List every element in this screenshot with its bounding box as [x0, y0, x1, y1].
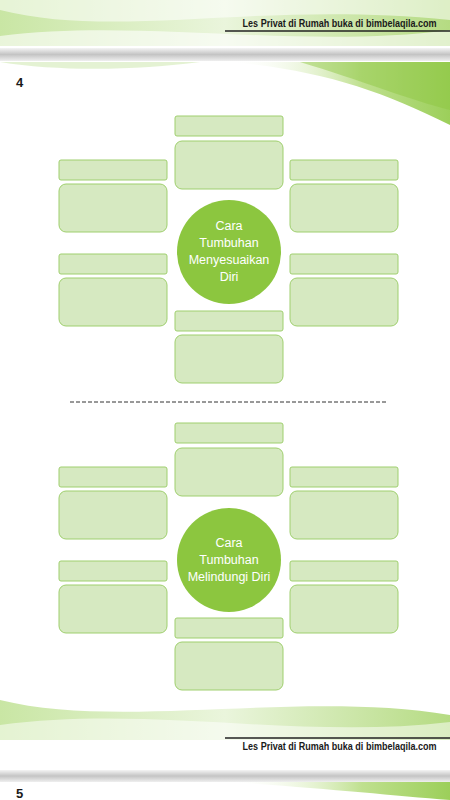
- gray-band: [0, 48, 450, 61]
- answer-heading-bar: [59, 254, 167, 274]
- answer-heading-bar: [175, 618, 283, 638]
- gray-band: [0, 770, 450, 782]
- answer-heading-bar: [175, 311, 283, 331]
- header-note: Les Privat di Rumah buka di bimbelaqila.…: [243, 740, 437, 753]
- header-rule: [225, 30, 450, 32]
- answer-box: [175, 141, 283, 189]
- answer-box: [175, 448, 283, 496]
- answer-box: [290, 184, 398, 232]
- answer-box: [59, 585, 167, 633]
- topic-text: Cara Tumbuhan Melindungi Diri: [186, 535, 272, 586]
- answer-heading-bar: [290, 467, 398, 487]
- footer-band: [0, 700, 450, 800]
- header-note: Les Privat di Rumah buka di bimbelaqila.…: [243, 17, 437, 30]
- answer-heading-bar: [175, 116, 283, 136]
- answer-box: [59, 184, 167, 232]
- dashed-separator: [70, 402, 386, 403]
- answer-boxes: [59, 423, 398, 690]
- page-number: 5: [16, 786, 23, 800]
- footer-swoosh: [0, 719, 450, 740]
- page-number: 4: [16, 75, 23, 90]
- topic-circle: Cara Tumbuhan Melindungi Diri: [177, 508, 281, 612]
- answer-heading-bar: [59, 467, 167, 487]
- answer-heading-bar: [290, 160, 398, 180]
- footer-fill: [0, 700, 450, 740]
- answer-heading-bar: [175, 423, 283, 443]
- footer-rule: [225, 737, 450, 739]
- topic-text: Cara Tumbuhan Menyesuaikan Diri: [186, 218, 272, 286]
- header-fill: [0, 0, 450, 46]
- answer-box: [290, 278, 398, 326]
- header-swoosh: [0, 30, 450, 46]
- answer-heading-bar: [290, 254, 398, 274]
- answer-boxes: [59, 116, 398, 383]
- answer-box: [59, 278, 167, 326]
- answer-heading-bar: [59, 160, 167, 180]
- answer-box: [290, 585, 398, 633]
- answer-box: [175, 642, 283, 690]
- answer-heading-bar: [290, 561, 398, 581]
- answer-box: [175, 335, 283, 383]
- answer-box: [290, 491, 398, 539]
- green-swoosh: [300, 62, 450, 110]
- green-swoosh: [230, 782, 450, 800]
- header-band: [0, 0, 450, 125]
- answer-heading-bar: [59, 561, 167, 581]
- topic-circle: Cara Tumbuhan Menyesuaikan Diri: [177, 200, 281, 304]
- answer-box: [59, 491, 167, 539]
- green-swoosh: [0, 62, 200, 69]
